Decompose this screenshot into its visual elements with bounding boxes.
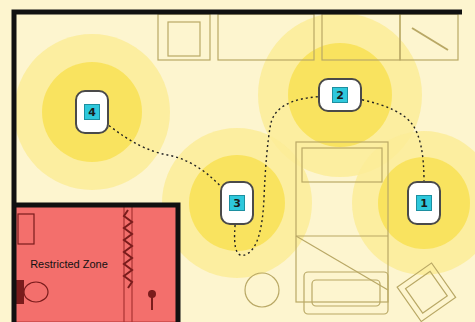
callout-number: 2 (332, 87, 348, 103)
robot-body: 1 (407, 181, 441, 225)
restricted-zone-fixtures (14, 205, 178, 322)
zone-label: Restricted Zone (30, 258, 108, 270)
callout-number: 4 (84, 104, 100, 120)
callout-number: 1 (416, 195, 432, 211)
robot-route (235, 97, 318, 256)
callout-number: 3 (229, 195, 245, 211)
robot-route (362, 100, 424, 181)
restricted-zone: Restricted Zone (14, 205, 124, 322)
walls (14, 12, 462, 322)
robot-body: 3 (220, 181, 254, 225)
furniture (158, 14, 458, 321)
robot-body: 2 (318, 78, 362, 112)
robot-route (109, 126, 220, 186)
robot-body: 4 (75, 90, 109, 134)
